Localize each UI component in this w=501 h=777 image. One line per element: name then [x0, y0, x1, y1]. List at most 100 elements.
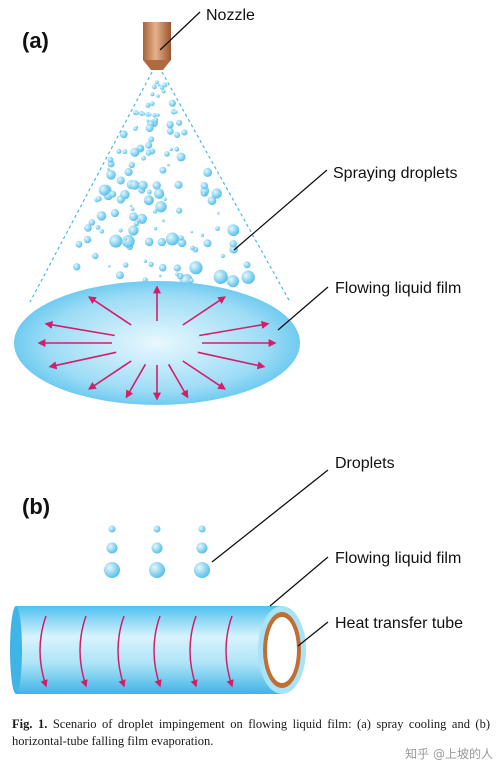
spray-droplet — [144, 237, 154, 247]
spray-droplet — [189, 278, 194, 283]
spray-droplet — [165, 232, 179, 246]
spray-droplet — [166, 127, 174, 135]
spray-droplet — [138, 180, 148, 190]
spray-droplet — [146, 119, 150, 123]
panel-b-label: (b) — [22, 494, 50, 519]
spray-droplet — [163, 197, 167, 201]
spray-droplet — [174, 110, 178, 114]
spray-droplet — [200, 233, 205, 237]
spray-droplet — [203, 239, 212, 248]
spray-droplet — [203, 167, 213, 177]
spray-droplet — [150, 92, 155, 97]
spray-droplet — [130, 207, 135, 212]
spray-droplet — [133, 220, 140, 227]
spray-droplet — [141, 155, 146, 161]
film-leader-line-b — [269, 556, 329, 607]
spray-droplet — [181, 129, 188, 136]
watermark: 知乎 @上坡的人 — [405, 747, 493, 761]
spray-droplet — [148, 136, 155, 143]
spray-droplet — [174, 180, 183, 189]
spray-droplet — [122, 149, 128, 155]
spray-droplet — [176, 119, 183, 126]
spraying-droplets-leader-line — [233, 169, 328, 251]
spray-droplet — [116, 176, 125, 185]
nozzle-label: Nozzle — [206, 7, 255, 24]
film-label-a: Flowing liquid film — [335, 280, 461, 297]
spray-droplet — [164, 151, 170, 157]
spray-droplet — [96, 211, 107, 221]
spray-droplet — [226, 275, 239, 288]
spray-droplet — [128, 225, 139, 236]
spray-droplet — [152, 181, 161, 190]
spray-droplet — [129, 212, 138, 222]
spray-droplet — [135, 111, 140, 115]
spray-droplet — [156, 113, 160, 117]
spray-droplet — [123, 262, 129, 268]
spray-droplet — [176, 152, 186, 162]
spray-droplet — [190, 245, 195, 251]
spray-droplet — [153, 188, 165, 199]
spray-droplet — [207, 196, 217, 206]
spray-droplet — [178, 235, 184, 241]
spray-droplet — [106, 170, 116, 180]
spray-cone — [29, 71, 291, 303]
spray-droplet — [120, 189, 130, 200]
nozzle-leader-line — [159, 11, 201, 51]
spray-droplet — [220, 253, 225, 259]
spray-droplet — [241, 270, 255, 284]
spray-droplet — [115, 271, 124, 280]
tube-flow-arrow — [39, 615, 48, 688]
spray-droplet — [153, 117, 159, 123]
spray-droplet — [128, 161, 135, 169]
spray-droplet — [173, 264, 181, 272]
film-leader-line-a — [277, 286, 329, 331]
spray-droplet — [177, 238, 187, 248]
film-flow-arrow — [87, 296, 132, 326]
spray-droplet — [95, 224, 101, 230]
spray-droplet — [148, 113, 152, 117]
spray-droplet — [109, 190, 117, 198]
spray-droplet — [157, 237, 166, 247]
film-flow-arrows — [37, 285, 277, 401]
spray-droplet — [174, 146, 179, 152]
spray-droplet — [189, 261, 203, 275]
spray-droplet — [215, 226, 220, 231]
film-flow-arrow — [182, 296, 227, 326]
spray-droplet — [166, 120, 174, 129]
spray-droplet — [145, 124, 154, 133]
figure-caption: Fig. 1. Scenario of droplet impingement … — [12, 716, 490, 750]
film-flow-arrow — [197, 351, 266, 370]
falling-droplet — [194, 562, 210, 578]
spray-droplets — [73, 80, 255, 288]
nozzle-icon — [143, 22, 171, 70]
tube-flow-arrow — [189, 615, 198, 688]
tube-flow-arrow — [153, 615, 162, 688]
spray-droplet — [121, 235, 135, 248]
spray-droplet — [153, 209, 158, 214]
spray-droplet — [75, 240, 83, 248]
spray-droplet — [116, 148, 122, 154]
spray-droplet — [243, 261, 251, 269]
spray-droplet — [119, 130, 128, 139]
spray-droplet — [152, 84, 157, 90]
film-flow-arrow — [48, 351, 117, 370]
spray-droplet — [96, 196, 102, 202]
falling-droplet — [149, 562, 165, 578]
spray-droplet — [110, 209, 119, 218]
falling-droplets — [104, 525, 210, 578]
film-flow-arrow — [44, 320, 115, 337]
tube-label: Heat transfer tube — [335, 615, 463, 632]
spray-droplet — [145, 196, 154, 205]
spray-droplet — [107, 156, 114, 163]
spray-droplet — [168, 99, 176, 107]
spray-droplet — [83, 235, 92, 244]
spray-droplet — [162, 82, 168, 88]
droplets-leader-line — [211, 469, 329, 563]
spray-droplet — [176, 207, 183, 214]
film-flow-arrow — [87, 360, 132, 390]
spray-droplet — [174, 132, 181, 138]
spray-droplet — [161, 89, 166, 94]
spray-droplet — [142, 112, 146, 116]
spray-droplet — [84, 224, 92, 232]
spray-droplet — [138, 145, 144, 151]
